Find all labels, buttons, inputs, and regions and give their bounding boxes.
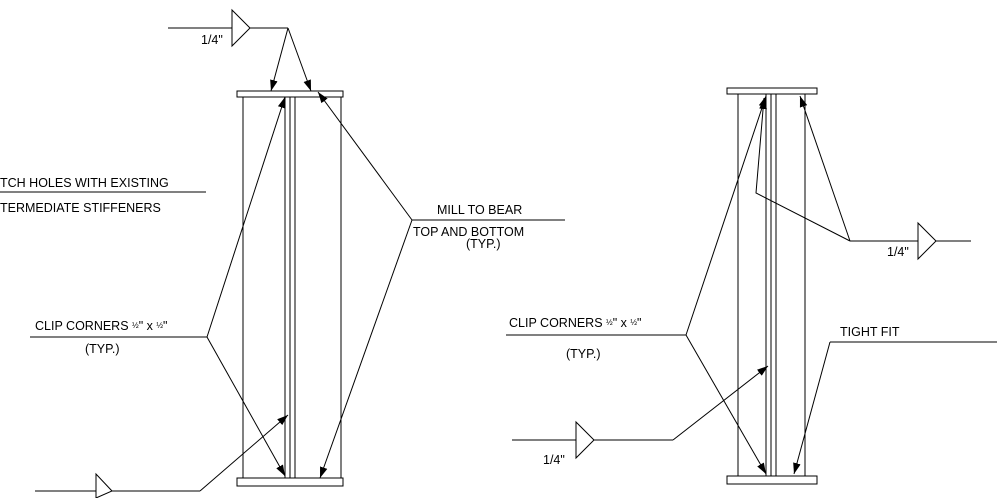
fraction: ½ [132,321,139,330]
right-top-plate [726,87,818,95]
match-holes-note: TCH HOLES WITH EXISTING TERMEDIATE STIFF… [0,176,206,215]
clip-text: CLIP CORNERS [509,316,606,330]
right-stiffener [726,87,818,485]
leader-arrow [287,27,312,92]
note-line: CLIP CORNERS ½" x ½" [35,319,167,333]
note-line: CLIP CORNERS ½" x ½" [509,316,641,330]
clip-text: CLIP CORNERS [35,319,132,333]
leader-arrow [206,336,286,477]
left-top-weld-symbol: 1/4" [168,8,312,92]
clip-suffix: " [637,316,641,330]
leader-arrow [206,96,286,338]
fraction: ½ [606,318,613,327]
note-line: MILL TO BEAR [437,203,522,217]
left-stiffener [236,90,344,487]
leader-arrow [270,27,289,92]
tight-fit-note: TIGHT FIT [793,325,997,475]
right-clip-corners-note: CLIP CORNERS ½" x ½" (TYP.) [506,95,767,475]
clip-separator: " x [613,316,631,330]
fillet-weld-triangle [575,420,595,460]
fillet-weld-triangle [95,472,113,498]
leader-arrow [755,97,851,242]
weld-size-label: 1/4" [543,453,565,467]
leader-arrow [199,414,289,492]
leader-arrow [793,341,831,475]
mill-to-bear-note: MILL TO BEAR TOP AND BOTTOM (TYP.) [317,91,565,479]
weld-size-label: 1/4" [887,245,909,259]
left-bottom-plate [236,477,344,487]
note-line: TOP AND BOTTOM [413,225,524,239]
fillet-weld-triangle [231,8,251,48]
clip-suffix: " [163,319,167,333]
fraction: ½ [630,318,637,327]
left-clip-corners-note: CLIP CORNERS ½" x ½" (TYP.) [30,96,286,477]
right-bottom-weld-symbol: 1/4" [512,365,769,467]
note-line: (TYP.) [466,237,501,251]
leader-arrow [685,334,767,475]
right-weld-symbol: 1/4" [755,95,971,261]
leader-arrow [319,219,413,479]
clip-separator: " x [139,319,157,333]
leader-arrow [672,365,769,441]
note-line: (TYP.) [566,347,601,361]
note-line: TERMEDIATE STIFFENERS [0,201,161,215]
note-line: TIGHT FIT [840,325,900,339]
note-line: (TYP.) [85,342,120,356]
weld-size-label: 1/4" [201,33,223,47]
fraction: ½ [156,321,163,330]
left-top-plate [236,90,344,98]
leader-arrow [317,91,413,221]
left-bottom-weld-symbol [35,414,289,498]
fillet-weld-triangle [917,221,937,261]
right-bottom-plate [726,475,818,485]
note-line: TCH HOLES WITH EXISTING [0,176,169,190]
leader-arrow [685,95,767,336]
leader-arrow [799,95,851,242]
